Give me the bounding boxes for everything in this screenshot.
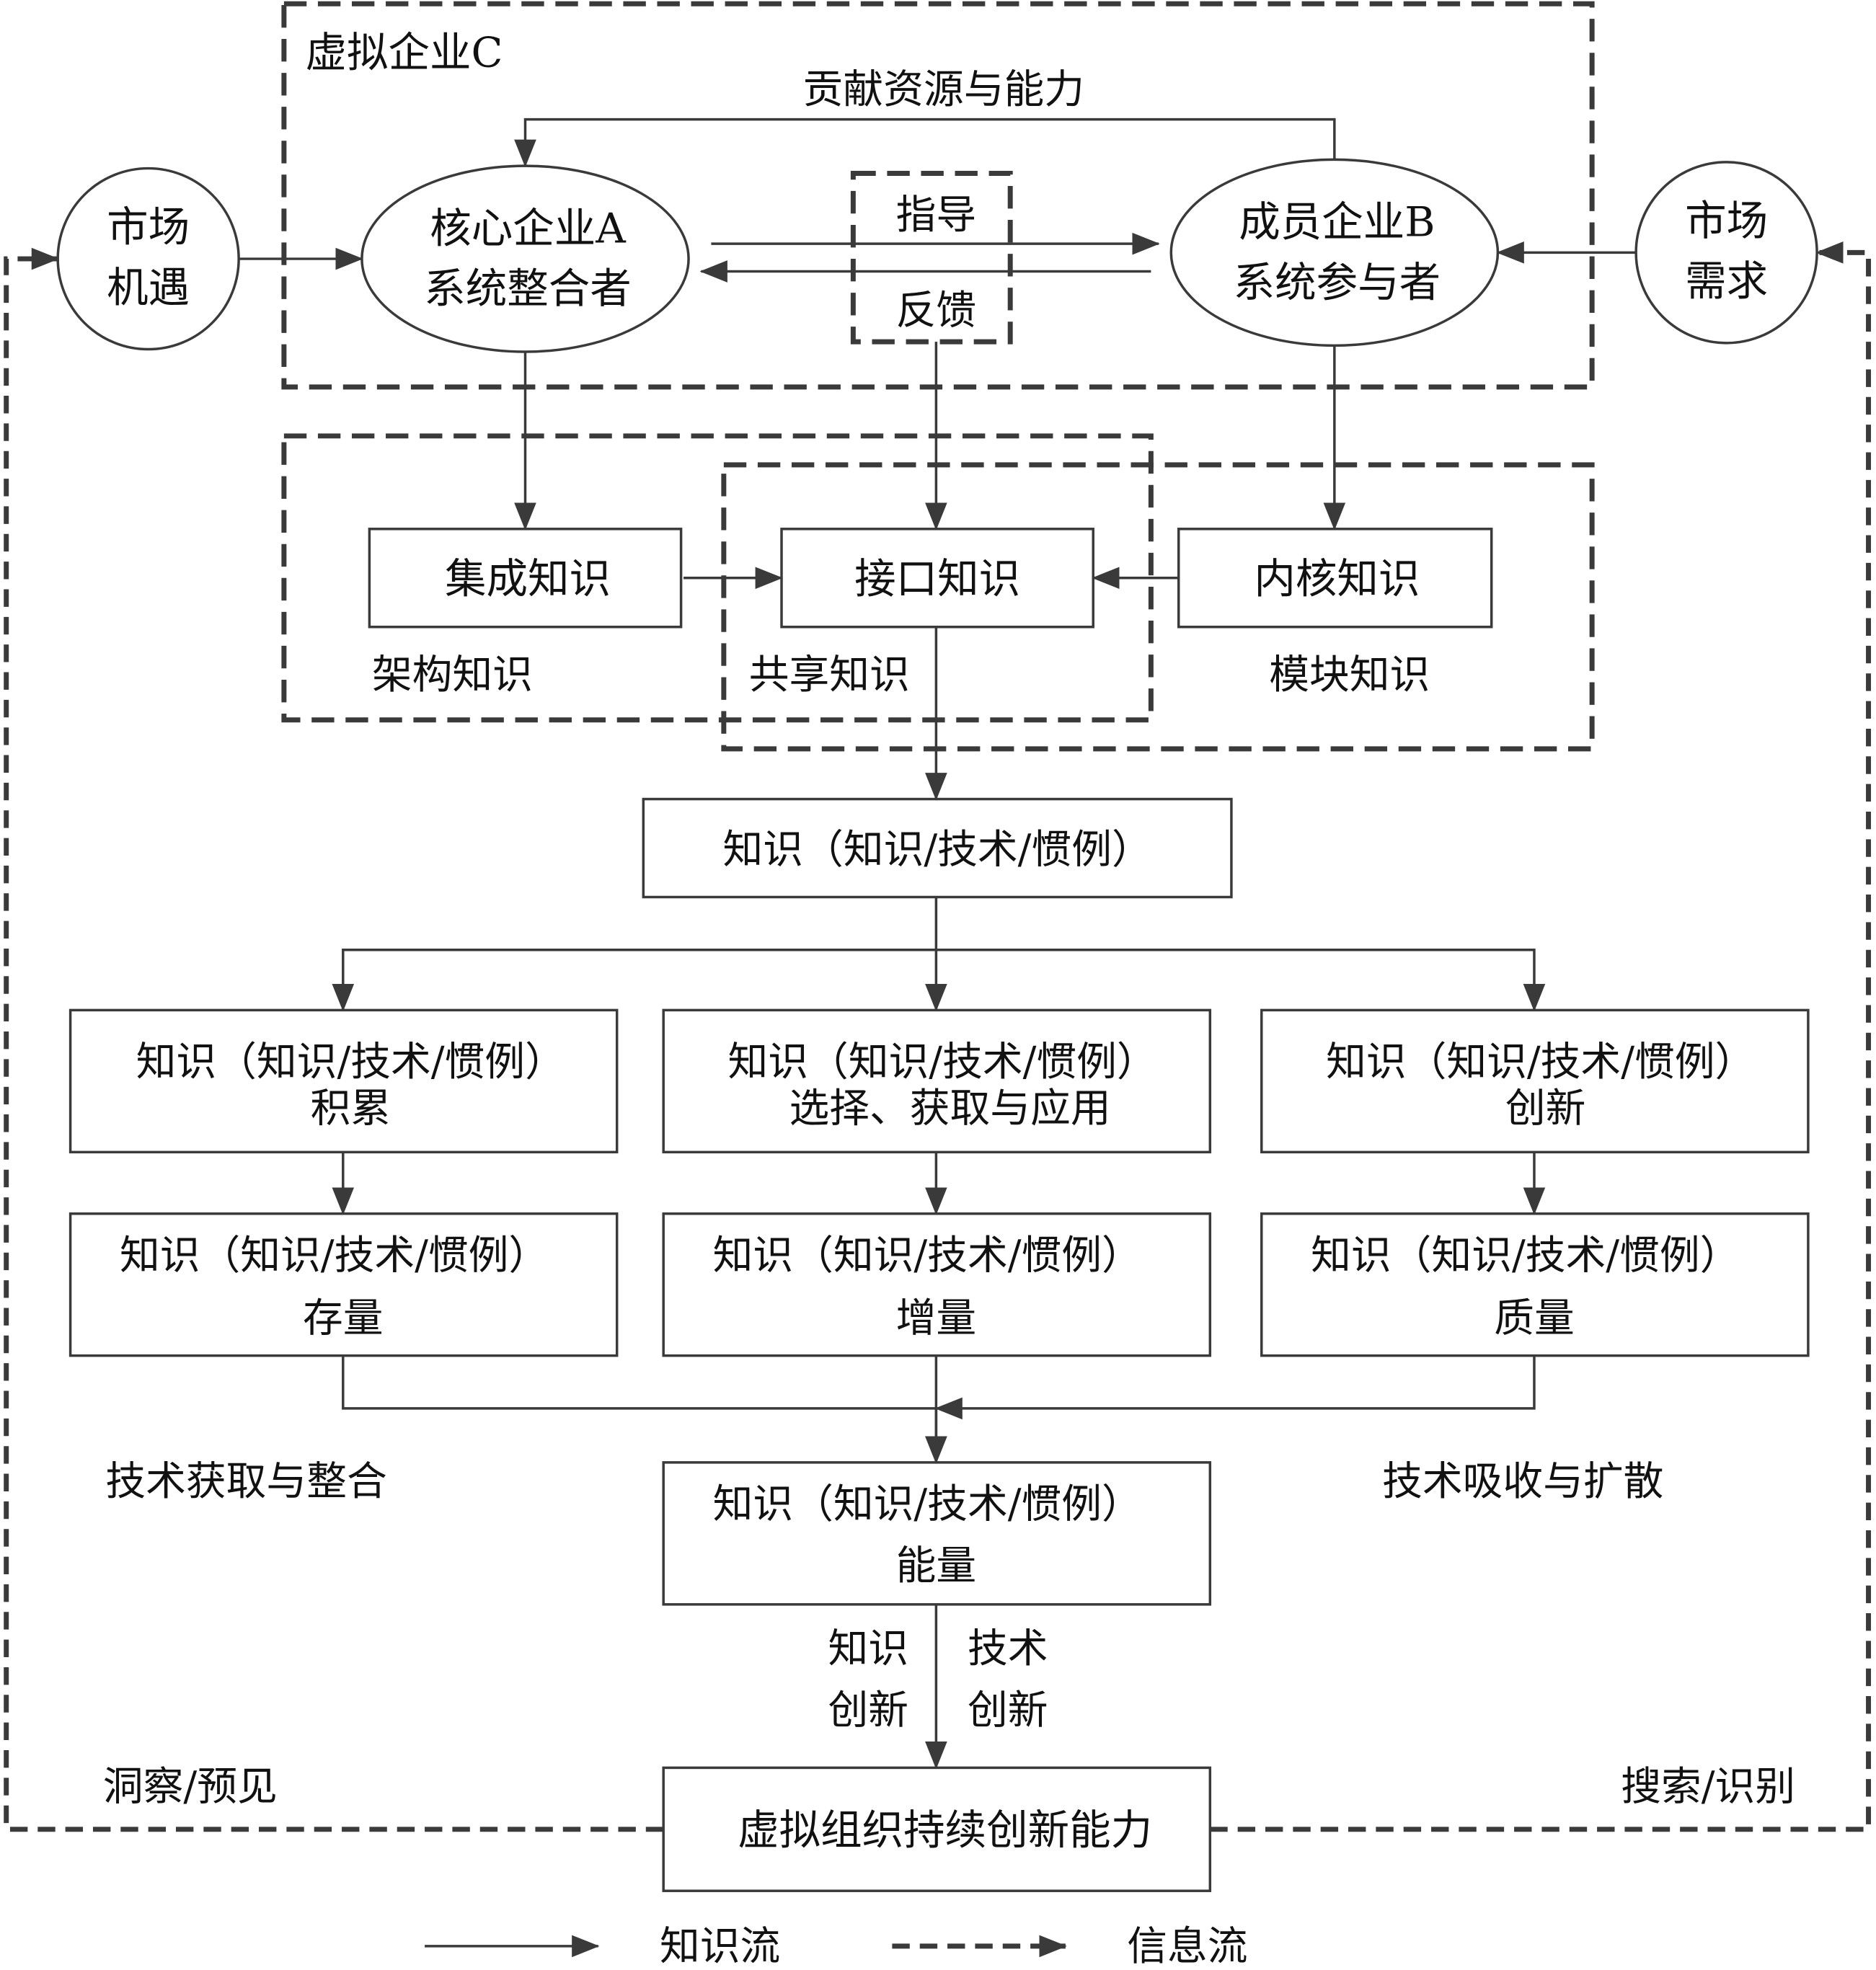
increment-text-1: 知识（知识/技术/惯例） xyxy=(713,1232,1142,1279)
market-demand-text-1: 市场 xyxy=(1685,197,1768,245)
member-enterprise-text-1: 成员企业B xyxy=(1239,198,1435,247)
contribute-label: 贡献资源与能力 xyxy=(803,66,1084,113)
insight-label: 洞察/预见 xyxy=(103,1764,278,1811)
energy-box xyxy=(662,1461,1212,1606)
accumulation-text-2: 积累 xyxy=(310,1085,391,1132)
energy-text-2: 能量 xyxy=(896,1543,977,1589)
info-arrow-insight xyxy=(4,247,664,1832)
stock-text-1: 知识（知识/技术/惯例） xyxy=(120,1232,549,1279)
core-enterprise-node xyxy=(360,164,690,353)
arrow-main-to-innovation xyxy=(936,948,1546,1012)
selection-box xyxy=(662,1008,1212,1154)
technology-innovation-label-1: 技术 xyxy=(968,1625,1048,1672)
energy-text-1: 知识（知识/技术/惯例） xyxy=(713,1481,1142,1528)
legend-information-flow-label: 信息流 xyxy=(1127,1923,1247,1970)
search-label: 搜索/识别 xyxy=(1621,1764,1795,1811)
knowledge-main-box xyxy=(642,797,1233,899)
arrow-contribute-resources xyxy=(514,117,1336,167)
quality-text-2: 质量 xyxy=(1494,1295,1575,1342)
legend-knowledge-flow-label: 知识流 xyxy=(660,1923,780,1970)
market-demand-node xyxy=(1634,161,1818,345)
integrated-knowledge-box xyxy=(368,528,683,629)
kernel-knowledge-text: 内核知识 xyxy=(1254,555,1420,603)
technology-innovation-label-2: 创新 xyxy=(968,1687,1048,1734)
architecture-knowledge-label: 架构知识 xyxy=(372,652,533,698)
selection-text-1: 知识（知识/技术/惯例） xyxy=(728,1039,1157,1086)
core-enterprise-text-1: 核心企业A xyxy=(430,204,627,252)
stock-text-2: 存量 xyxy=(303,1295,384,1342)
guidance-feedback-frame xyxy=(850,171,1013,345)
capability-box xyxy=(662,1766,1212,1892)
legend: 知识流 信息流 xyxy=(425,1923,1248,1970)
member-enterprise-node xyxy=(1169,158,1500,347)
knowledge-innovation-label-2: 创新 xyxy=(828,1687,909,1734)
shared-knowledge-label: 共享知识 xyxy=(749,652,910,698)
info-arrow-search xyxy=(1210,241,1872,1832)
quality-box xyxy=(1260,1212,1810,1357)
arrow-main-to-accumulation xyxy=(332,897,938,1012)
selection-text-2: 选择、获取与应用 xyxy=(789,1085,1111,1132)
market-opportunity-text-1: 市场 xyxy=(107,203,190,252)
market-opportunity-text-2: 机遇 xyxy=(107,263,190,311)
accumulation-text-1: 知识（知识/技术/惯例） xyxy=(136,1039,565,1086)
market-demand-text-2: 需求 xyxy=(1685,257,1768,306)
accumulation-box xyxy=(68,1008,619,1154)
innovation-box xyxy=(1260,1008,1810,1154)
guidance-label: 指导 xyxy=(896,192,977,239)
arrow-quality-to-energy xyxy=(934,1355,1536,1420)
interface-knowledge-text: 接口知识 xyxy=(854,555,1020,603)
module-knowledge-label: 模块知识 xyxy=(1269,652,1430,698)
member-enterprise-text-2: 系统参与者 xyxy=(1234,258,1441,306)
increment-text-2: 增量 xyxy=(896,1295,977,1342)
virtual-enterprise-frame xyxy=(281,1,1595,390)
arrow-stock-to-energy xyxy=(342,1355,947,1464)
capability-text: 虚拟组织持续创新能力 xyxy=(738,1806,1152,1855)
market-opportunity-node xyxy=(56,167,240,351)
tech-absorption-label: 技术吸收与扩散 xyxy=(1382,1458,1663,1505)
knowledge-innovation-label-1: 知识 xyxy=(828,1625,909,1672)
architecture-knowledge-frame xyxy=(281,433,1154,723)
quality-text-1: 知识（知识/技术/惯例） xyxy=(1311,1232,1740,1279)
knowledge-main-text: 知识（知识/技术/惯例） xyxy=(723,826,1152,873)
integrated-knowledge-text: 集成知识 xyxy=(445,555,611,603)
increment-box xyxy=(662,1212,1212,1357)
innovation-text-1: 知识（知识/技术/惯例） xyxy=(1326,1039,1755,1086)
core-enterprise-text-2: 系统整合者 xyxy=(424,265,631,313)
kernel-knowledge-box xyxy=(1177,528,1493,629)
virtual-enterprise-label: 虚拟企业C xyxy=(306,28,503,76)
feedback-label: 反馈 xyxy=(896,288,977,334)
innovation-text-2: 创新 xyxy=(1505,1085,1586,1132)
tech-acquisition-label: 技术获取与整合 xyxy=(105,1458,386,1505)
